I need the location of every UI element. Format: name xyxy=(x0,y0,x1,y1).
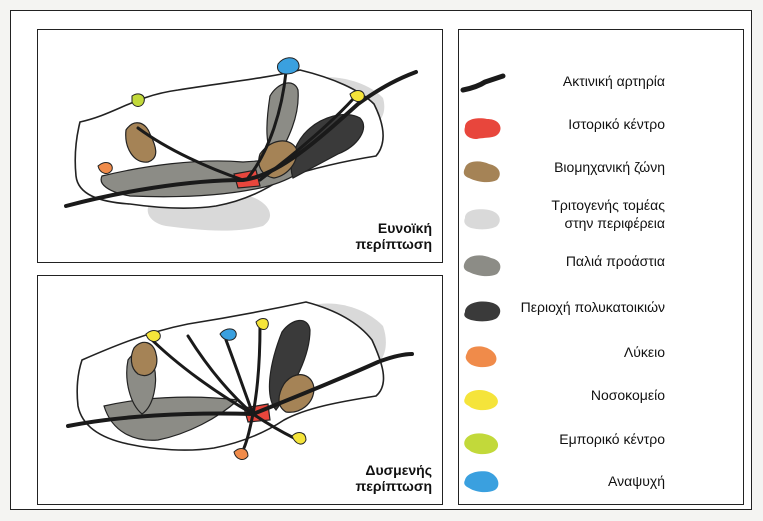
radial-artery-line-icon xyxy=(460,73,506,93)
legend-label-line: Αναψυχή xyxy=(608,473,665,489)
radial-artery xyxy=(146,334,255,416)
old-suburbs-area xyxy=(266,82,299,161)
industrial-zone-area xyxy=(278,374,315,413)
legend-label: Τριτογενής τομέας στην περιφέρεια xyxy=(551,196,665,232)
caption-line: Ευνοϊκή xyxy=(377,220,432,236)
hospital-site xyxy=(291,432,307,445)
caption-line: περίπτωση xyxy=(355,236,432,252)
tertiary-sector-blob-icon xyxy=(464,209,500,230)
legend-item-hospital: Νοσοκομείο xyxy=(459,386,745,426)
recreation-site xyxy=(277,57,300,75)
unfavorable-case-panel: Δυσμενής περίπτωση xyxy=(37,275,443,505)
legend-label-line: στην περιφέρεια xyxy=(564,215,665,231)
legend-label-line: Παλιά προάστια xyxy=(565,253,665,269)
legend-label-line: Εμπορικό κέντρο xyxy=(559,431,665,447)
hospital-site xyxy=(255,318,269,330)
legend-label-line: Νοσοκομείο xyxy=(590,387,665,403)
hospital-site xyxy=(349,90,365,102)
high-school-blob-icon xyxy=(465,346,497,368)
historic-center-blob-icon xyxy=(464,118,501,139)
industrial-zone-area xyxy=(258,140,298,179)
radial-artery xyxy=(186,334,255,416)
legend-item-tertiary-sector: Τριτογενής τομέας στην περιφέρεια xyxy=(459,196,745,236)
radial-artery xyxy=(224,338,255,416)
old-suburbs-blob-icon xyxy=(463,255,501,277)
shopping-center-blob-icon xyxy=(464,433,499,455)
favorable-case-map xyxy=(64,57,418,231)
radial-artery xyxy=(242,412,255,450)
radial-artery xyxy=(246,70,288,180)
legend-label-line: Τριτογενής τομέας xyxy=(551,197,665,213)
legend-label: Ιστορικό κέντρο xyxy=(568,115,665,133)
legend-label-line: Ιστορικό κέντρο xyxy=(568,116,665,132)
caption-line: Δυσμενής xyxy=(365,462,432,478)
unfavorable-case-map xyxy=(66,301,414,460)
legend-item-shopping-center: Εμπορικό κέντρο xyxy=(459,430,745,470)
legend-label-line: Ακτινική αρτηρία xyxy=(562,73,665,89)
legend-label: Παλιά προάστια xyxy=(566,252,665,270)
legend-item-recreation: Αναψυχή xyxy=(459,471,745,512)
radial-artery xyxy=(251,324,262,416)
legend-label: Εμπορικό κέντρο xyxy=(559,430,665,448)
legend-item-historic-center: Ιστορικό κέντρο xyxy=(459,115,745,155)
legend-label-line: Λύκειο xyxy=(623,344,665,360)
legend-label: Νοσοκομείο xyxy=(591,386,665,404)
legend-item-radial-artery: Ακτινική αρτηρία xyxy=(459,72,745,112)
legend-item-apartment-area: Περιοχή πολυκατοικιών xyxy=(459,298,745,338)
legend-label: Περιοχή πολυκατοικιών xyxy=(521,298,665,316)
figure-frame: Ευνοϊκή περίπτωση xyxy=(10,10,752,510)
favorable-case-panel: Ευνοϊκή περίπτωση xyxy=(37,29,443,263)
shopping-center-site xyxy=(131,93,145,107)
industrial-zone-area xyxy=(125,122,157,163)
apartment-area-blob-icon xyxy=(464,301,501,322)
favorable-case-title: Ευνοϊκή περίπτωση xyxy=(356,220,432,252)
caption-line: περίπτωση xyxy=(355,478,432,494)
legend-label: Αναψυχή xyxy=(608,472,665,490)
high-school-site xyxy=(233,448,249,460)
industrial-zone-blob-icon xyxy=(463,161,500,183)
legend-label: Λύκειο xyxy=(624,343,665,361)
high-school-site xyxy=(97,162,113,174)
radial-artery xyxy=(66,352,414,428)
recreation-site xyxy=(219,328,237,341)
legend-label: Ακτινική αρτηρία xyxy=(563,72,665,90)
legend-label: Βιομηχανική ζώνη xyxy=(554,158,665,176)
legend: Ακτινική αρτηρία Ιστορικό κέντρο Βιομηχα… xyxy=(458,29,744,505)
radial-artery xyxy=(136,126,245,182)
legend-label-line: Βιομηχανική ζώνη xyxy=(554,159,665,175)
unfavorable-case-title: Δυσμενής περίπτωση xyxy=(356,462,432,494)
legend-item-old-suburbs: Παλιά προάστια xyxy=(459,252,745,292)
radial-artery xyxy=(251,412,296,440)
recreation-blob-icon xyxy=(464,471,499,493)
industrial-zone-area xyxy=(130,341,158,377)
legend-item-high-school: Λύκειο xyxy=(459,343,745,383)
radial-artery xyxy=(258,96,356,182)
hospital-blob-icon xyxy=(464,390,498,411)
legend-label-line: Περιοχή πολυκατοικιών xyxy=(520,299,665,315)
legend-item-industrial-zone: Βιομηχανική ζώνη xyxy=(459,158,745,198)
hospital-site xyxy=(145,330,161,342)
